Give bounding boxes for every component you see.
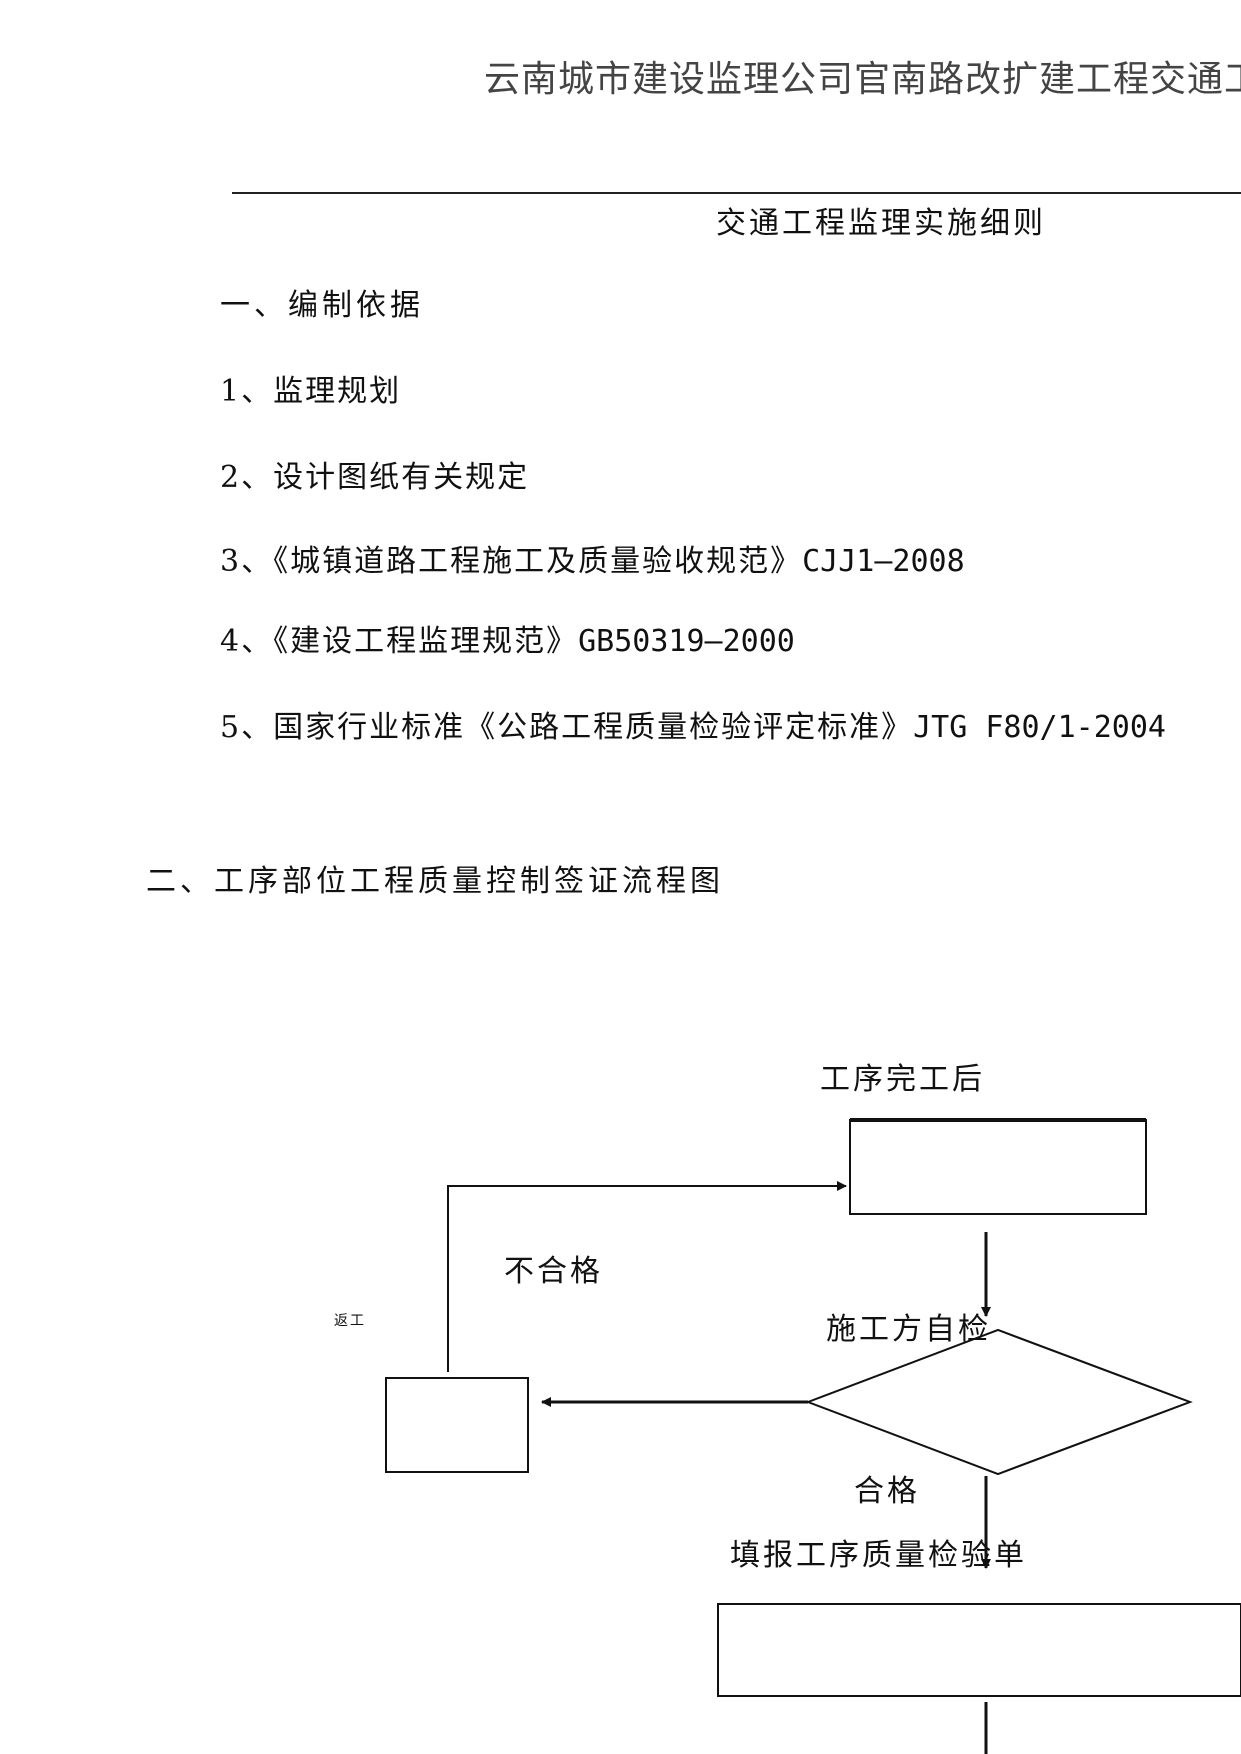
list-item: 4、《建设工程监理规范》GB50319—2000	[220, 616, 795, 660]
list-item-text: 设计图纸有关规定	[273, 460, 530, 495]
flow-label-report: 填报工序质量检验单	[730, 1538, 1027, 1573]
header-divider	[232, 192, 1241, 194]
list-item-number: 1、	[220, 374, 274, 409]
list-item-text: 国家行业标准《公路工程质量检验评定标准》	[273, 710, 914, 745]
list-item-text: 《建设工程监理规范》	[273, 624, 579, 659]
list-item: 5、国家行业标准《公路工程质量检验评定标准》JTG F80/1-2004	[220, 702, 1166, 746]
standard-code: CJJ1—2008	[802, 544, 965, 579]
flow-label-rework: 返工	[334, 1313, 366, 1329]
flow-label-pass: 合格	[854, 1474, 920, 1509]
list-item: 2、设计图纸有关规定	[220, 452, 529, 496]
list-item-text: 监理规划	[273, 374, 402, 409]
list-item-number: 5、	[220, 710, 274, 745]
document-title: 交通工程监理实施细则	[716, 206, 1046, 241]
process-box-report	[717, 1603, 1241, 1697]
list-item: 1、监理规划	[220, 366, 401, 410]
process-box-start	[849, 1119, 1147, 1215]
section-heading-basis: 一、编制依据	[220, 288, 424, 323]
flow-label-start: 工序完工后	[820, 1062, 985, 1097]
list-item-number: 4、	[220, 624, 274, 659]
header-title: 云南城市建设监理公司官南路改扩建工程交通工程	[484, 59, 1241, 99]
standard-code: JTG F80/1-2004	[913, 710, 1166, 745]
list-item-text: 《城镇道路工程施工及质量验收规范》	[273, 544, 803, 579]
section-heading-flowchart: 二、工序部位工程质量控制签证流程图	[146, 864, 724, 899]
rework-box	[385, 1377, 529, 1473]
standard-code: GB50319—2000	[578, 624, 795, 659]
list-item-number: 3、	[220, 544, 274, 579]
flow-label-fail: 不合格	[504, 1254, 603, 1289]
list-item: 3、《城镇道路工程施工及质量验收规范》CJJ1—2008	[220, 536, 965, 580]
flow-label-self-check: 施工方自检	[826, 1312, 991, 1347]
decision-diamond	[805, 1328, 1193, 1476]
list-item-number: 2、	[220, 460, 274, 495]
